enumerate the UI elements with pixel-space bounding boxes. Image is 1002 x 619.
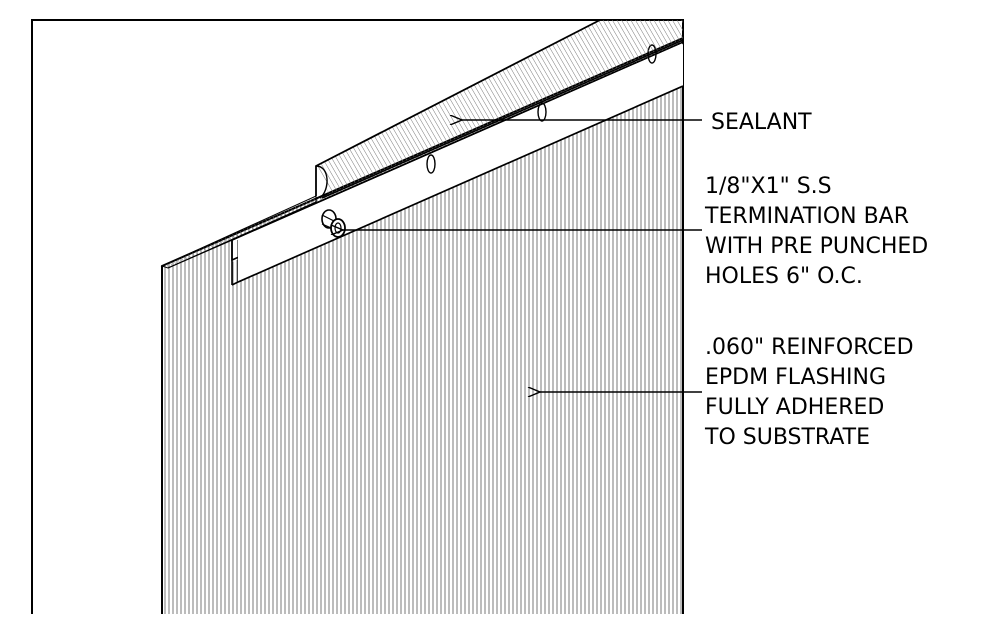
label-line: .060" REINFORCED: [705, 335, 914, 360]
label-line: HOLES 6" O.C.: [705, 264, 863, 289]
flashing-label: .060" REINFORCED EPDM FLASHING FULLY ADH…: [704, 335, 914, 450]
label-line: TERMINATION BAR: [704, 204, 909, 229]
label-line: FULLY ADHERED: [705, 395, 884, 420]
label-line: SEALANT: [711, 110, 812, 135]
termination-bar: [231, 40, 684, 286]
label-line: 1/8"X1" S.S: [705, 174, 832, 199]
label-line: TO SUBSTRATE: [704, 425, 870, 450]
punched-hole: [426, 154, 436, 174]
sealant-label: SEALANT: [711, 110, 812, 135]
termination-bar-label: 1/8"X1" S.S TERMINATION BAR WITH PRE PUN…: [704, 174, 928, 289]
label-line: WITH PRE PUNCHED: [705, 234, 928, 259]
label-line: EPDM FLASHING: [705, 365, 886, 390]
sealant-bead: [315, 19, 684, 199]
